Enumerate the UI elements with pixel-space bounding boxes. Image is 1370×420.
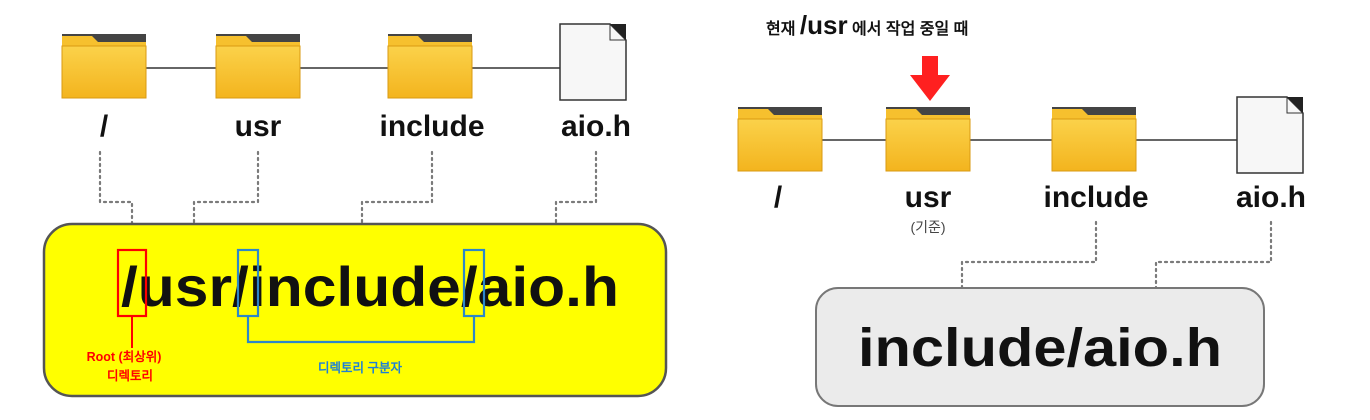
file-icon (559, 23, 627, 101)
caption-dir: /usr (800, 10, 848, 40)
current-directory-arrow-icon (910, 56, 950, 101)
node-label-include: include (1043, 181, 1148, 214)
folder-icon (1051, 106, 1137, 172)
context-caption: 현재 /usr 에서 작업 중일 때 (766, 10, 968, 40)
root-annotation-line1: Root (최상위) (87, 349, 162, 364)
folder-icon (387, 33, 473, 99)
path-part-file: aio.h (478, 255, 619, 318)
absolute-path: /usr/include/aio.h (121, 255, 619, 318)
file-icon (1236, 96, 1304, 174)
node-label-usr: usr (905, 181, 952, 214)
root-annotation-line2: 디렉토리 (107, 368, 153, 383)
node-label-file: aio.h (561, 110, 631, 143)
left-panel: / usr include aio.h /usr/include/aio.h R… (42, 23, 668, 398)
node-label-root: / (774, 181, 783, 214)
separator-bracket (246, 316, 476, 344)
path-part-sep: / (232, 255, 249, 318)
relative-path: include/aio.h (858, 318, 1222, 378)
folder-icon (61, 33, 147, 99)
path-part-sep: / (461, 255, 478, 318)
right-panel: 현재 /usr 에서 작업 중일 때 / usr include aio.h (… (737, 10, 1306, 407)
base-directory-note: (기준) (910, 219, 945, 235)
separator-annotation: 디렉토리 구분자 (318, 360, 402, 375)
node-label-root: / (100, 110, 109, 143)
folder-icon (737, 106, 823, 172)
absolute-path-box (42, 222, 668, 398)
path-part-include: include (249, 255, 461, 318)
caption-pre: 현재 (766, 19, 800, 38)
relative-path-box (815, 287, 1265, 407)
folder-icon (215, 33, 301, 99)
node-label-include: include (379, 110, 484, 143)
caption-post: 에서 작업 중일 때 (848, 19, 969, 38)
path-part-root: / (121, 255, 138, 318)
path-part-usr: usr (138, 255, 232, 318)
folder-icon (885, 106, 971, 172)
dotted-leader-lines (960, 220, 1273, 312)
node-label-file: aio.h (1236, 181, 1306, 214)
node-label-usr: usr (235, 110, 282, 143)
